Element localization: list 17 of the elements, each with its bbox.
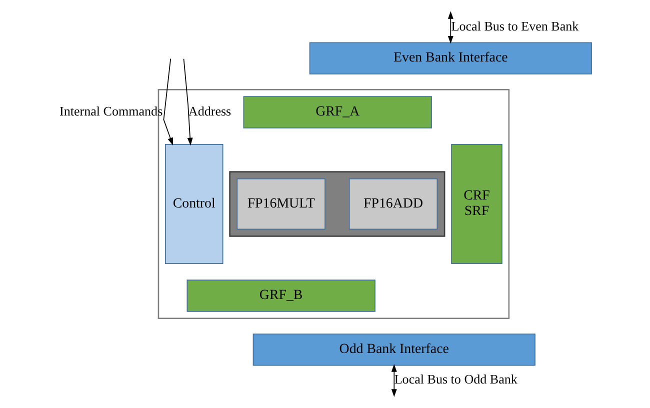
node-box: Even Bank Interface: [309, 42, 592, 74]
node-box: Odd Bank Interface: [252, 334, 536, 366]
node-box: FP16ADD: [348, 178, 438, 230]
arrow: [163, 58, 174, 146]
arrow: [448, 11, 454, 44]
edge-label: Local Bus to Odd Bank: [394, 372, 518, 387]
edge-label: Internal Commands: [60, 103, 163, 118]
edge-label: Address: [188, 103, 232, 118]
cluster: [229, 171, 446, 237]
node-box: FP16MULT: [236, 178, 326, 230]
arrow: [391, 364, 397, 397]
node-box: GRF_B: [186, 280, 376, 312]
arrow: [183, 58, 193, 146]
edge-label: Local Bus to Even Bank: [451, 18, 579, 34]
node-box: Control: [165, 144, 224, 264]
node-box: CRF SRF: [451, 144, 502, 264]
node-box: GRF_A: [243, 96, 432, 128]
